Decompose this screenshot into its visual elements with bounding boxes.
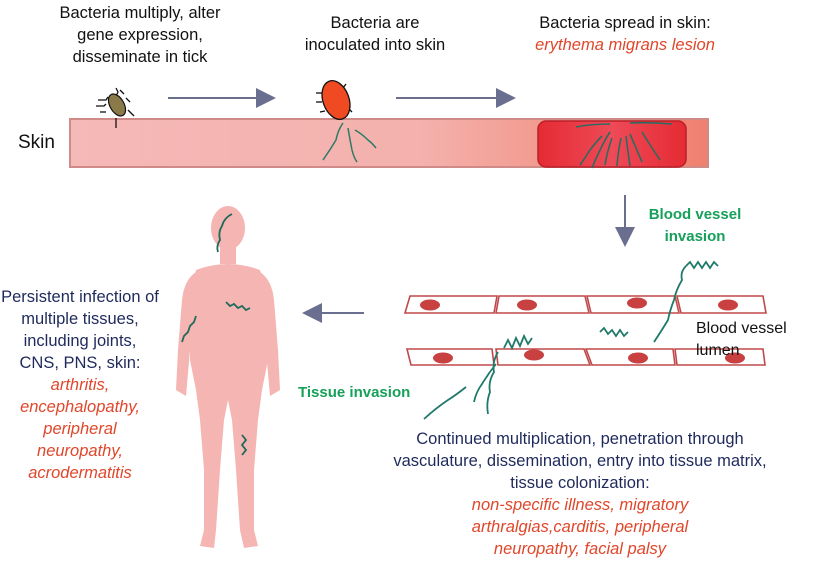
blood-vessel-lumen-label: Blood vessel lumen — [696, 320, 787, 359]
step-inoculation-label: Bacteria are inoculated into skin — [285, 12, 465, 56]
tick-icon — [96, 87, 135, 128]
endothelial-nuclei-bottom — [433, 349, 745, 364]
lesion-spirochetes — [575, 121, 673, 169]
inoculated-spirochetes — [322, 122, 377, 163]
label-line: tissue colonization: — [510, 474, 650, 492]
vessel-spirochetes — [423, 260, 719, 420]
step-tick-label: Bacteria multiply, alter gene expression… — [20, 2, 260, 68]
label-line: invasion — [664, 228, 726, 245]
symptom-text: non-specific illness, migratory — [471, 496, 689, 514]
label-line: inoculated into skin — [304, 36, 446, 54]
persistent-infection-label: Persistent infection of multiple tissues… — [0, 286, 160, 484]
human-body-icon — [176, 206, 280, 548]
label-line: CNS, PNS, skin: — [19, 354, 141, 372]
skin-label: Skin — [18, 132, 55, 153]
symptom-text: erythema migrans lesion — [535, 36, 715, 54]
endothelial-nuclei-top — [420, 297, 738, 311]
label-line: including joints, — [23, 332, 137, 350]
symptom-text: peripheral — [43, 420, 117, 438]
label-line: vasculature, dissemination, entry into t… — [393, 452, 767, 470]
symptom-text: acrodermatitis — [28, 464, 132, 482]
symptom-text: neuropathy, facial palsy — [493, 540, 667, 558]
bacterium-icon — [316, 80, 353, 120]
blood-vessel-wall-top — [403, 295, 767, 314]
symptom-text: encephalopathy, — [20, 398, 140, 416]
label-line: Bacteria spread in skin: — [539, 14, 711, 32]
label-line: multiple tissues, — [21, 310, 139, 328]
step-skin-spread-label: Bacteria spread in skin: erythema migran… — [520, 12, 730, 56]
symptom-text: arthritis, — [50, 376, 110, 394]
erythema-migrans-lesion — [537, 120, 687, 168]
label-line: Bacteria are — [330, 14, 420, 32]
symptom-text: neuropathy, — [37, 442, 123, 460]
label-line: disseminate in tick — [72, 48, 208, 66]
dissemination-label: Continued multiplication, penetration th… — [385, 428, 775, 560]
tissue-invasion-label: Tissue invasion — [298, 384, 411, 401]
blood-vessel-invasion-label: Blood vessel invasion — [645, 204, 745, 248]
label-line: Persistent infection of — [1, 288, 159, 306]
label-line: Blood vessel — [648, 206, 742, 223]
label-line: Continued multiplication, penetration th… — [416, 430, 744, 448]
body-spirochetes — [181, 213, 251, 456]
symptom-text: arthralgias,carditis, peripheral — [471, 518, 689, 536]
label-line: Bacteria multiply, alter — [59, 4, 221, 22]
label-line: gene expression, — [77, 26, 203, 44]
